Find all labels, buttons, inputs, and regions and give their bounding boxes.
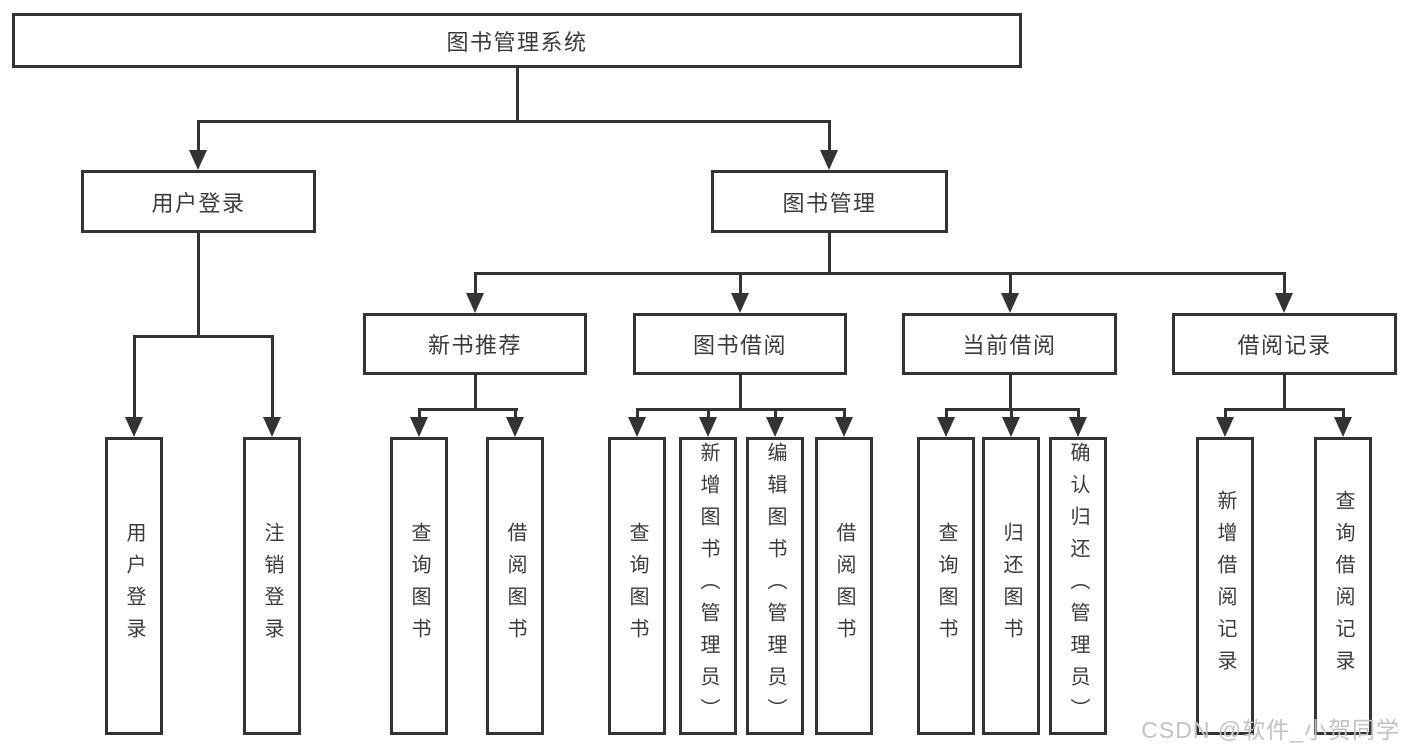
connector-to-user-login [197, 120, 200, 160]
arrow-down-icon [937, 417, 955, 437]
node-logout: 注销登录 [243, 437, 301, 735]
arrow-down-icon [1069, 417, 1087, 437]
connector-root-bar [197, 120, 831, 123]
arrow-down-icon [1216, 417, 1234, 437]
node-label: 用户登录 [123, 522, 145, 650]
arrow-down-icon [766, 417, 784, 437]
connector-to-new-book-recommend [474, 272, 477, 303]
arrow-down-icon [1334, 417, 1352, 437]
node-edit-books-admin: 编辑图书（管理员） [746, 437, 804, 735]
node-label: 查询图书 [626, 522, 648, 650]
arrow-down-icon [1002, 417, 1020, 437]
node-current-borrowing: 当前借阅 [902, 313, 1117, 375]
connector-bar [1224, 408, 1345, 411]
node-user-login-label: 用户登录 [151, 190, 246, 216]
node-query-books-borrowing: 查询图书 [608, 437, 666, 735]
arrow-down-icon [1001, 293, 1019, 313]
connector-stem [474, 375, 477, 408]
arrow-down-icon [125, 417, 143, 437]
connector-bar [636, 408, 846, 411]
node-label: 查询借阅记录 [1332, 490, 1354, 682]
node-label: 查询图书 [935, 522, 957, 650]
node-user-login: 用户登录 [81, 170, 316, 233]
node-borrowing-records-label: 借阅记录 [1237, 333, 1332, 358]
arrow-down-icon [506, 417, 524, 437]
node-label: 新增借阅记录 [1214, 490, 1236, 682]
node-label: 编辑图书（管理员） [764, 442, 786, 730]
node-current-borrowing-label: 当前借阅 [962, 333, 1057, 358]
node-label: 新增图书（管理员） [697, 442, 719, 730]
arrow-down-icon [263, 417, 281, 437]
arrow-down-icon [820, 150, 838, 170]
node-query-borrow-record: 查询借阅记录 [1314, 437, 1372, 735]
node-query-books-recommend: 查询图书 [390, 437, 448, 735]
node-confirm-return-admin: 确认归还（管理员） [1049, 437, 1107, 735]
arrow-down-icon [410, 417, 428, 437]
connector-user-login-stem [197, 233, 200, 335]
connector-to-login-leaf [133, 335, 136, 427]
node-book-borrowing: 图书借阅 [633, 313, 847, 375]
connector-to-current-borrowing [1009, 272, 1012, 303]
connector-stem [1283, 375, 1286, 408]
connector-book-management-stem [828, 233, 831, 272]
node-borrow-books-borrowing: 借阅图书 [815, 437, 873, 735]
connector-book-management-bar [474, 272, 1285, 275]
arrow-down-icon [466, 293, 484, 313]
node-label: 查询图书 [408, 522, 430, 650]
connector-to-book-management [828, 120, 831, 160]
connector-to-borrowing-records [1283, 272, 1286, 303]
node-new-book-recommend: 新书推荐 [363, 313, 587, 375]
connector-to-book-borrowing [739, 272, 742, 303]
node-add-books-admin: 新增图书（管理员） [679, 437, 737, 735]
node-borrow-books-recommend: 借阅图书 [486, 437, 544, 735]
node-label: 注销登录 [261, 522, 283, 650]
node-return-books: 归还图书 [982, 437, 1040, 735]
node-query-books-current: 查询图书 [917, 437, 975, 735]
connector-stem [1009, 375, 1012, 408]
connector-stem [739, 375, 742, 408]
arrow-down-icon [731, 293, 749, 313]
arrow-down-icon [189, 150, 207, 170]
node-book-management: 图书管理 [711, 170, 948, 233]
node-new-book-recommend-label: 新书推荐 [427, 333, 522, 358]
arrow-down-icon [628, 417, 646, 437]
node-book-management-label: 图书管理 [782, 190, 877, 216]
node-borrowing-records: 借阅记录 [1172, 313, 1397, 375]
connector-to-logout-leaf [271, 335, 274, 427]
arrow-down-icon [1275, 293, 1293, 313]
node-label: 借阅图书 [833, 522, 855, 650]
arrow-down-icon [835, 417, 853, 437]
node-add-borrow-record: 新增借阅记录 [1196, 437, 1254, 735]
node-root: 图书管理系统 [12, 13, 1022, 68]
connector-bar [418, 408, 518, 411]
node-user-login-leaf: 用户登录 [105, 437, 163, 735]
node-root-label: 图书管理系统 [446, 29, 588, 55]
watermark: CSDN @软件_小贺同学 [1141, 717, 1400, 743]
node-label: 确认归还（管理员） [1067, 442, 1089, 730]
arrow-down-icon [699, 417, 717, 437]
connector-user-login-bar [133, 335, 274, 338]
node-label: 借阅图书 [504, 522, 526, 650]
node-label: 归还图书 [1000, 522, 1022, 650]
node-book-borrowing-label: 图书借阅 [692, 333, 787, 358]
connector-root-stem [516, 68, 519, 120]
